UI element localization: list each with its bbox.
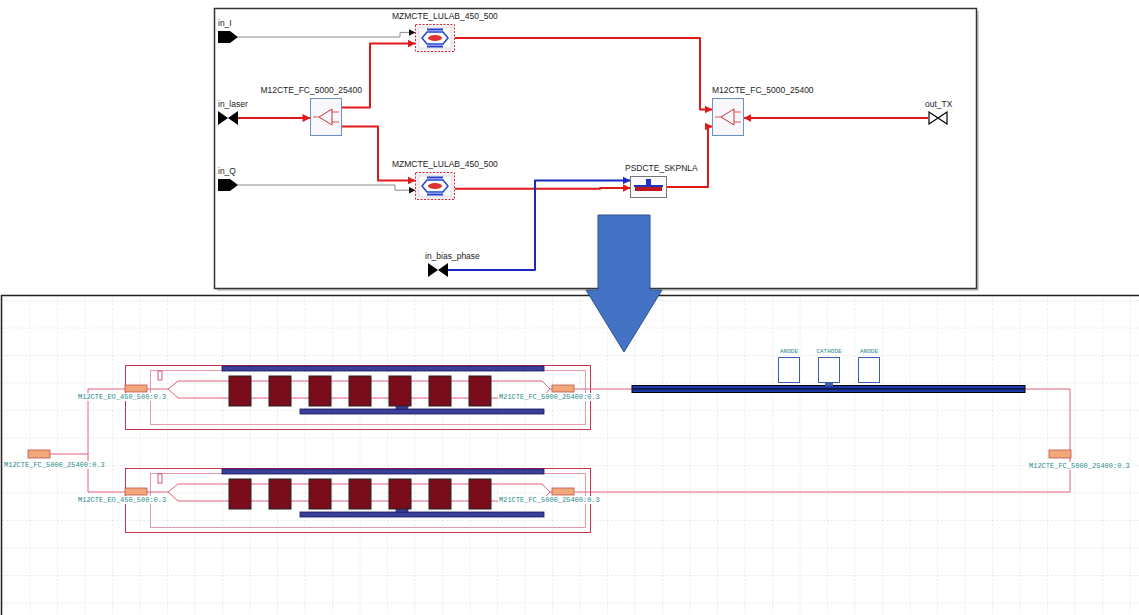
- signal-wire: [238, 32, 415, 37]
- signal-wire: [667, 127, 712, 188]
- cell-label: M21CTE_FC_5000_25400:0.3: [498, 496, 601, 504]
- waveguide-route: [50, 389, 1070, 492]
- component-label: in_Q: [218, 166, 236, 176]
- cell-label: M12CTE_EO_450_500:0.3: [77, 393, 167, 401]
- bow-symbol: [218, 111, 238, 125]
- pin-label: CATHODE: [816, 348, 841, 355]
- component-label: in_bias_phase: [425, 251, 480, 261]
- mzm-symbol: [415, 172, 455, 200]
- down-arrow: [586, 215, 662, 352]
- schematic-frame: [215, 9, 977, 289]
- component-label: in_laser: [218, 99, 248, 109]
- mzm-symbol: [415, 24, 455, 52]
- pin-block: [1049, 450, 1071, 458]
- input-port: in_Q: [218, 178, 238, 192]
- pad-symbol: [818, 357, 840, 383]
- fc-symbol: [310, 98, 342, 136]
- pin-label: ANODE: [860, 348, 878, 355]
- input-port: in_I: [218, 30, 238, 44]
- pad-symbol: [778, 357, 800, 383]
- portin-symbol: [218, 178, 238, 192]
- component-label: M12CTE_FC_5000_25400: [260, 85, 362, 95]
- modulator-block: MZMCTE_LULAB_450_500: [415, 24, 455, 52]
- phase-shifter-block: PSDCTE_SKPNLA: [630, 176, 667, 198]
- component-label: out_TX: [925, 99, 952, 109]
- component-label: in_I: [218, 18, 232, 28]
- component-label: M12CTE_FC_5000_25400: [712, 85, 814, 95]
- portin-symbol: [218, 30, 238, 44]
- signal-wire: [744, 117, 928, 119]
- phase-shifter-bar: [632, 386, 1025, 393]
- phase-shifter-core: [633, 388, 1024, 389]
- component-label: MZMCTE_LULAB_450_500: [392, 159, 498, 169]
- signal-wire: [455, 187, 630, 190]
- electrode-pad: ANODE: [858, 357, 880, 383]
- output-port: out_TX: [928, 111, 948, 125]
- cell-label: M12CTE_EO_450_500:0.3: [77, 496, 167, 504]
- signal-wire: [342, 127, 415, 181]
- cell-label: M12CTE_FC_5000_25400:0.3: [3, 461, 106, 469]
- pin-label: ANODE: [780, 348, 798, 355]
- cell-label: M21CTE_FC_5000_25400:0.3: [498, 393, 601, 401]
- pin-block: [28, 450, 50, 458]
- cathode-contact: [825, 383, 833, 386]
- coupler-block: M12CTE_FC_5000_25400: [712, 98, 744, 136]
- signal-wire: [238, 185, 415, 190]
- psd-symbol: [630, 176, 667, 198]
- coupler-block: M12CTE_FC_5000_25400: [310, 98, 342, 136]
- signal-wire: [238, 117, 310, 119]
- laser-port: in_laser: [218, 111, 238, 125]
- electrode-pad: CATHODE: [818, 357, 840, 383]
- cell-label: M12CTE_FC_5000_25400:0.3: [1028, 462, 1131, 470]
- component-label: PSDCTE_SKPNLA: [625, 163, 698, 173]
- electrode-pad: ANODE: [778, 357, 800, 383]
- layout-frame: [2, 296, 1139, 615]
- fc-symbol: [712, 98, 744, 136]
- bias-port: in_bias_phase: [428, 263, 448, 277]
- modulator-block: MZMCTE_LULAB_450_500: [415, 172, 455, 200]
- signal-wire: [455, 38, 712, 109]
- pad-symbol: [858, 357, 880, 383]
- signal-wire: [342, 44, 415, 108]
- bow-symbol: [428, 263, 448, 277]
- portout-symbol: [928, 111, 948, 125]
- component-label: MZMCTE_LULAB_450_500: [392, 11, 498, 21]
